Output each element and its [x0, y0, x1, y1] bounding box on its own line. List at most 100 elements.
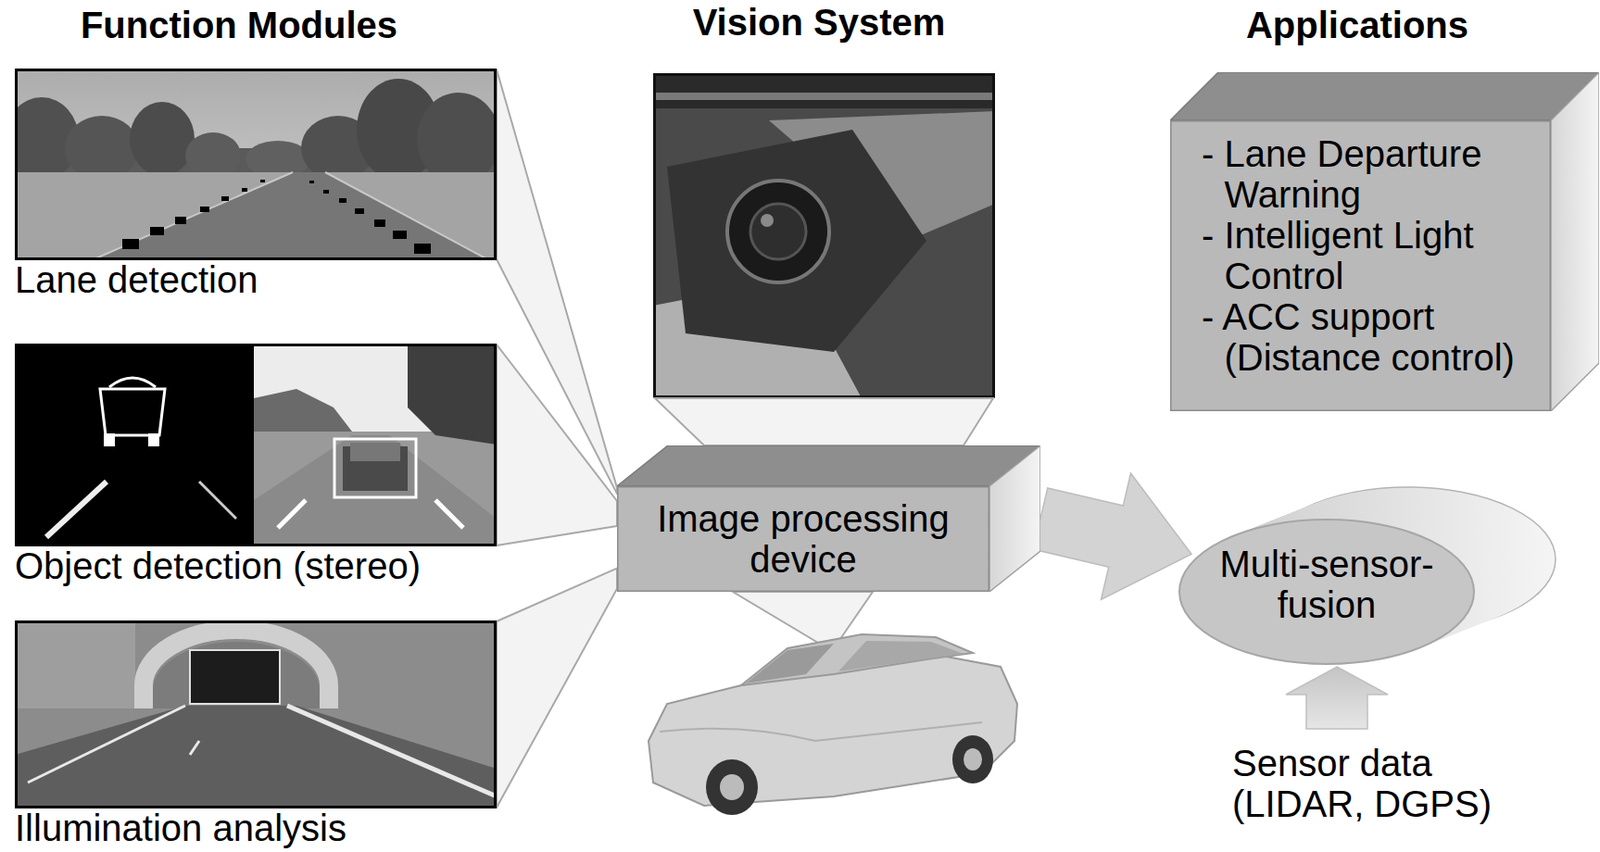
module-caption: Illumination analysis — [14, 808, 492, 848]
car-window — [838, 641, 964, 672]
box-label: Image processing device — [635, 498, 971, 580]
module-caption: Object detection (stereo) — [14, 546, 492, 586]
car-line — [659, 722, 983, 742]
sensor-input-arrow — [1285, 667, 1388, 730]
box-text-area: Image processing device — [617, 486, 990, 593]
processing-box: Image processing device — [617, 445, 1041, 593]
column-heading: Applications — [968, 4, 1600, 46]
edge-feature — [103, 433, 115, 447]
windshield-edge — [653, 92, 996, 101]
photo-ground — [653, 73, 996, 399]
lane-marker — [323, 189, 329, 194]
car-wheel — [952, 735, 994, 784]
lane-marker — [175, 216, 187, 225]
tunnel-photo — [14, 620, 497, 809]
camera-lens — [750, 203, 807, 260]
background — [14, 620, 497, 809]
column-heading: Vision System — [429, 1, 1209, 43]
lane-marker — [260, 179, 265, 183]
fusion-disc: Multi-sensor- fusion — [1178, 486, 1557, 666]
column-heading-wrap: Function Modules — [0, 4, 629, 46]
analysis-box — [189, 650, 280, 705]
car-wheel — [705, 759, 758, 816]
column-heading: Function Modules — [0, 4, 629, 46]
lane-marker — [200, 206, 210, 213]
camera-lens — [727, 180, 830, 283]
car-hub — [963, 748, 983, 771]
lens-highlight — [760, 214, 774, 227]
lane-marker — [241, 188, 248, 192]
lane-marker — [414, 243, 431, 254]
car-window — [745, 643, 834, 684]
lane-marker — [221, 196, 229, 202]
lane-marker — [122, 239, 139, 250]
function-module-image: Object detection (stereo) — [14, 343, 497, 547]
road — [253, 435, 497, 547]
tunnel-opening — [189, 650, 280, 705]
lane-line — [277, 500, 306, 529]
lane-marker — [392, 230, 407, 240]
disc-front-face — [1179, 519, 1475, 665]
tunnel-arch — [143, 629, 329, 709]
application-box: - Lane Departure Warning- Intelligent Li… — [1170, 72, 1600, 412]
edge-feature — [199, 481, 237, 519]
detection-box — [334, 439, 416, 498]
car-roof — [741, 634, 973, 686]
trees — [407, 343, 497, 445]
disc-label: Multi-sensor- fusion — [1205, 543, 1449, 626]
projection-fan — [496, 344, 618, 546]
camera-photo — [653, 73, 996, 399]
edge-feature — [46, 481, 107, 538]
data-flow-arrow — [1033, 473, 1192, 600]
column-heading-wrap: Vision System — [429, 1, 1209, 43]
function-module-image: Illumination analysis — [14, 620, 497, 809]
box-top-face — [617, 445, 1041, 487]
lane-line — [27, 705, 186, 783]
box-top-face — [1170, 72, 1600, 121]
lane-line — [435, 500, 464, 529]
lane-marker — [374, 219, 386, 227]
windshield-edge — [653, 73, 996, 109]
application-item: - Intelligent Light Control — [1201, 214, 1547, 297]
box-front-face — [1171, 121, 1551, 412]
module-caption: Lane detection — [14, 260, 492, 300]
lane-photo — [14, 68, 497, 261]
edge-feature — [100, 389, 165, 436]
tree — [185, 132, 241, 179]
car-body — [648, 653, 1018, 807]
lane-marker — [339, 198, 347, 203]
grass — [14, 172, 497, 261]
lane-line — [189, 741, 200, 756]
car-illustration — [648, 634, 1018, 816]
road — [91, 172, 490, 261]
camera-housing — [667, 129, 927, 353]
stereo-photo — [14, 343, 497, 547]
lane-line — [287, 705, 497, 797]
box-side-face — [1550, 72, 1600, 412]
trees — [253, 389, 353, 432]
sensor-note: Sensor data (LIDAR, DGPS) — [1232, 743, 1511, 825]
projection-fan — [496, 568, 618, 808]
tree — [416, 92, 497, 186]
road-scene — [253, 343, 497, 547]
tree — [64, 115, 139, 181]
road-edge — [91, 172, 293, 261]
box-side-face — [989, 445, 1041, 593]
lane-marker — [309, 180, 315, 184]
road — [14, 705, 497, 809]
box-front-face — [617, 487, 990, 593]
function-module-image: Lane detection — [14, 68, 497, 261]
disc-text-area: Multi-sensor- fusion — [1205, 543, 1449, 626]
note-wrap: Sensor data (LIDAR, DGPS) — [1232, 743, 1511, 825]
application-item: - ACC support (Distance control) — [1201, 296, 1547, 378]
car-hub — [719, 774, 744, 801]
photo-frame — [655, 75, 995, 398]
lane-marker — [150, 226, 164, 236]
road-edge — [325, 172, 490, 261]
vehicle — [350, 442, 401, 462]
wall — [14, 620, 136, 709]
box-text-area: - Lane Departure Warning- Intelligent Li… — [1170, 120, 1551, 412]
lane-marker — [354, 208, 365, 215]
application-item: - Lane Departure Warning — [1201, 133, 1547, 215]
